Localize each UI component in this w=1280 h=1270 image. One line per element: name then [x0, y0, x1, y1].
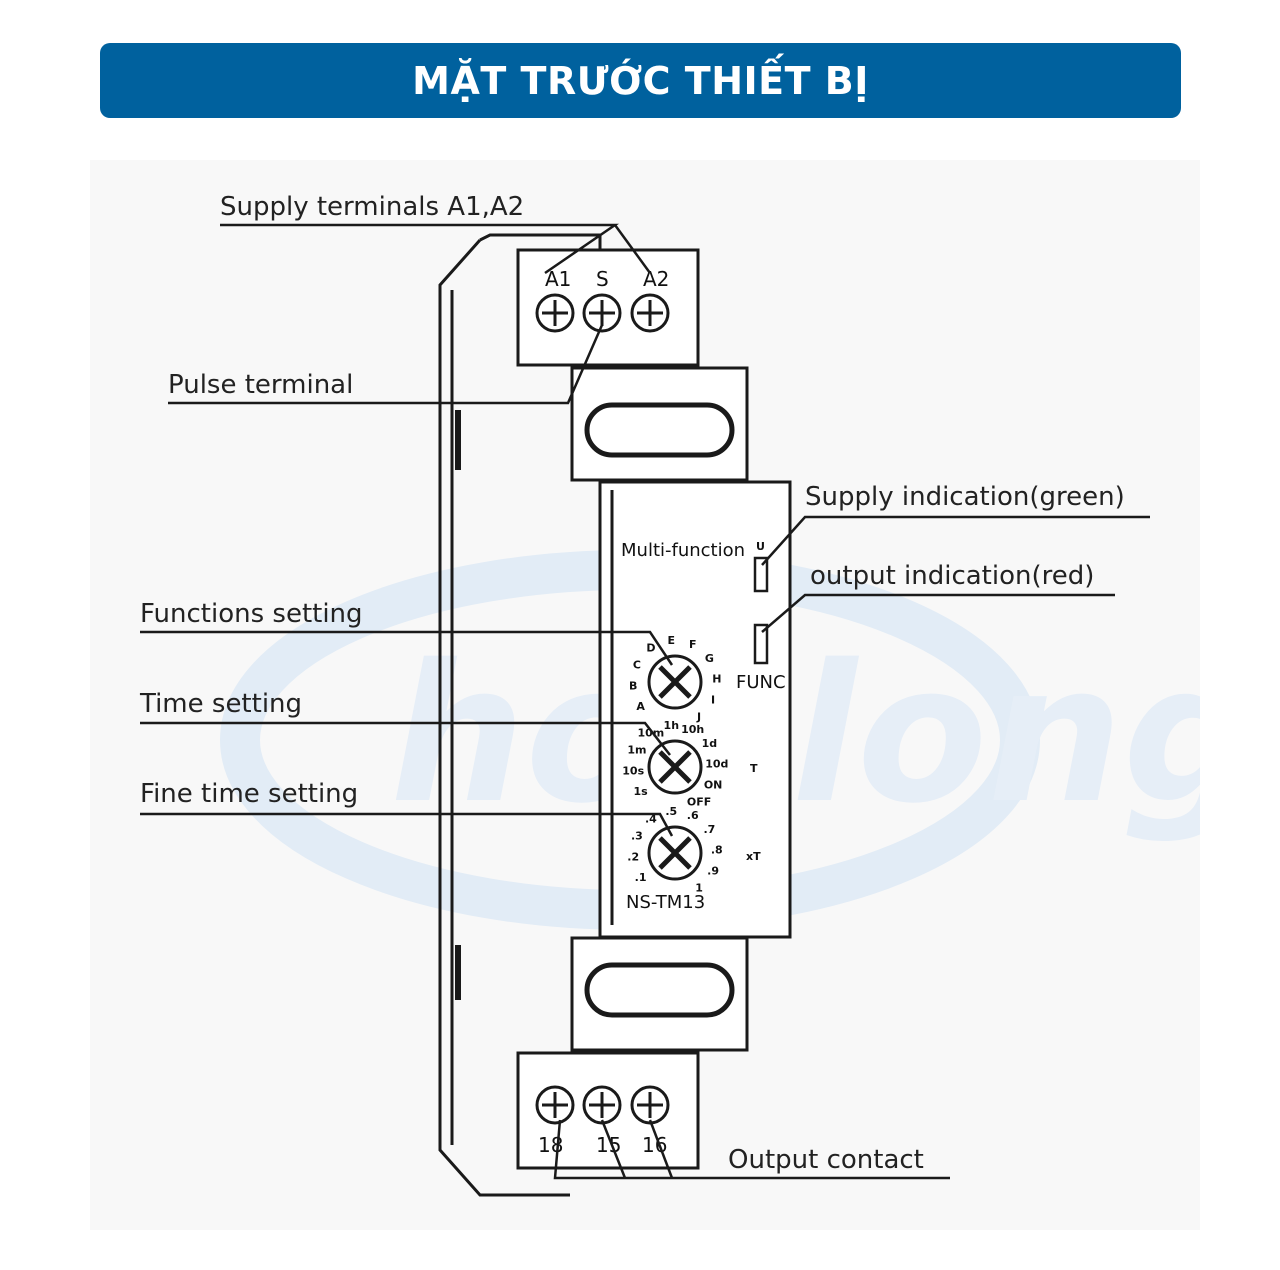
function-mark: G [705, 652, 714, 665]
title-banner: MẶT TRƯỚC THIẾT BỊ [100, 43, 1181, 118]
time-mark: 10s [622, 765, 644, 778]
time-mark: 1d [702, 737, 718, 750]
function-mark: F [689, 638, 697, 651]
fine-mark: .9 [707, 865, 719, 878]
time-mark: 1m [627, 743, 646, 756]
callout-time-setting: Time setting [139, 689, 302, 719]
fine-mark: .4 [645, 813, 657, 826]
time-mark: 10h [681, 723, 704, 736]
callout-pulse-terminal: Pulse terminal [168, 370, 353, 400]
time-unit-label: T [750, 762, 758, 775]
callout-output-indication: output indication(red) [810, 561, 1094, 591]
fine-mark: .7 [703, 823, 715, 836]
callout-supply-indication: Supply indication(green) [805, 482, 1125, 512]
fine-mark: 1 [695, 881, 703, 894]
callout-functions-setting: Functions setting [140, 599, 363, 629]
multi-function-label: Multi-function [621, 540, 745, 561]
model-label: NS-TM13 [626, 892, 705, 913]
fine-unit-label: xT [746, 850, 761, 863]
bottom-terminal-screws [535, 1085, 670, 1125]
fine-mark: .1 [635, 871, 647, 884]
time-mark: OFF [687, 795, 711, 808]
diagram-area: hoplong A1 S A2 18 15 16 Multi-f [90, 160, 1200, 1230]
callout-output-contact: Output contact [728, 1145, 924, 1175]
fine-mark: .8 [711, 843, 723, 856]
time-mark: 10m [638, 727, 665, 740]
banner-title: MẶT TRƯỚC THIẾT BỊ [412, 58, 869, 103]
function-mark: I [711, 694, 715, 707]
fine-time-dial[interactable] [647, 825, 703, 881]
callout-fine-time-setting: Fine time setting [140, 779, 358, 809]
time-mark: 10d [705, 757, 728, 770]
functions-dial[interactable] [647, 654, 703, 710]
top-terminal-screws [535, 293, 670, 333]
fine-mark: .2 [627, 851, 639, 864]
led-u-label: U [756, 540, 765, 553]
function-mark: E [668, 634, 676, 647]
time-dial[interactable] [647, 739, 703, 795]
fine-mark: .5 [665, 805, 677, 818]
function-mark: B [629, 680, 637, 693]
function-mark: H [712, 672, 721, 685]
terminal-s-label: S [596, 267, 609, 291]
relay-front-diagram: hoplong A1 S A2 18 15 16 Multi-f [139, 192, 1200, 1197]
callout-supply-terminals: Supply terminals A1,A2 [220, 192, 524, 222]
output-led [753, 623, 769, 665]
supply-led [753, 556, 769, 593]
time-mark: ON [704, 779, 723, 792]
function-mark: C [633, 658, 641, 671]
function-mark: A [636, 700, 645, 713]
time-mark: 1h [664, 719, 680, 732]
function-mark: D [646, 642, 655, 655]
time-mark: 1s [633, 785, 648, 798]
leader-lines [140, 223, 1150, 1180]
function-mark: J [696, 710, 701, 723]
watermark-text: hoplong [390, 624, 1200, 845]
func-label: FUNC [736, 672, 786, 693]
fine-mark: .3 [631, 829, 643, 842]
fine-mark: .6 [687, 809, 699, 822]
